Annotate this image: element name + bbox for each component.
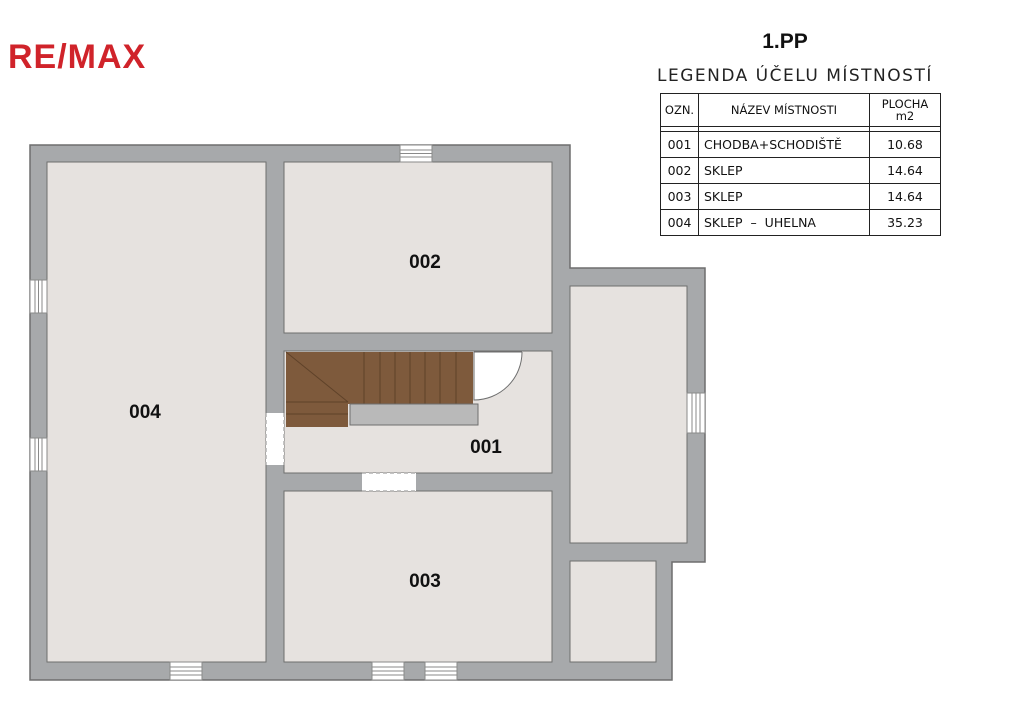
window	[424, 661, 458, 681]
staircase	[285, 351, 479, 427]
door-opening	[362, 472, 416, 492]
room-label-002: 002	[409, 252, 441, 273]
room-003	[283, 490, 553, 663]
window	[399, 144, 433, 163]
room-east-upper	[569, 285, 688, 544]
room-label-003: 003	[409, 571, 441, 592]
window	[169, 661, 203, 681]
door-opening	[265, 413, 285, 465]
legend-row-ozn: 001	[660, 131, 699, 158]
room-002	[283, 161, 553, 334]
swing-door	[473, 351, 523, 401]
window	[371, 661, 405, 681]
room-label-004: 004	[129, 402, 161, 423]
remax-logo: RE/MAX	[8, 38, 147, 76]
window	[686, 392, 706, 434]
legend-header-ozn: OZN.	[660, 93, 699, 127]
legend-row-name: CHODBA+SCHODIŠTĚ	[698, 131, 870, 158]
legend-row-area: 10.68	[869, 131, 941, 158]
legend-row: 001 CHODBA+SCHODIŠTĚ 10.68	[660, 131, 941, 158]
room-004	[46, 161, 267, 663]
window	[29, 437, 48, 472]
legend-header-area: PLOCHA m2	[869, 93, 941, 127]
legend-header-row: OZN. NÁZEV MÍSTNOSTI PLOCHA m2	[660, 93, 941, 127]
legend-header-area-label: PLOCHA	[881, 97, 929, 111]
legend-row-name: SKLEP	[698, 183, 870, 210]
legend-row-area: 35.23	[869, 209, 941, 236]
floor-title: 1.PP	[762, 30, 808, 53]
legend-table: OZN. NÁZEV MÍSTNOSTI PLOCHA m2 001 CHODB…	[660, 93, 941, 236]
legend-gap	[660, 126, 941, 132]
legend-title: LEGENDA ÚČELU MÍSTNOSTÍ	[657, 66, 933, 86]
legend-header-name: NÁZEV MÍSTNOSTI	[698, 93, 870, 127]
legend-row-name: SKLEP – UHELNA	[698, 209, 870, 236]
room-label-001: 001	[470, 437, 502, 458]
legend-row: 004 SKLEP – UHELNA 35.23	[660, 209, 941, 236]
legend-row: 002 SKLEP 14.64	[660, 157, 941, 184]
legend-row-ozn: 003	[660, 183, 699, 210]
legend-row: 003 SKLEP 14.64	[660, 183, 941, 210]
window	[29, 279, 48, 314]
legend-header-area-unit: m2	[895, 109, 915, 123]
room-east-lower	[569, 560, 657, 663]
